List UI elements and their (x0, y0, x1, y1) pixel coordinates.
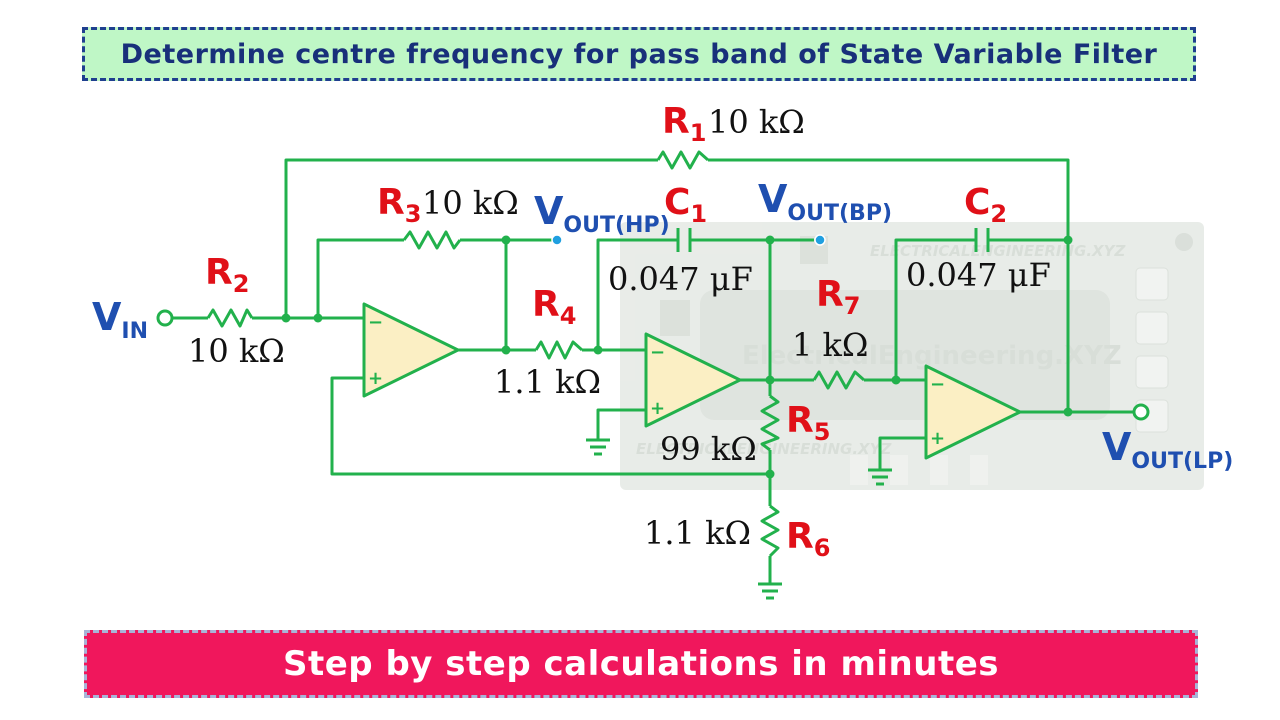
watermark-small-text: ELECTRICALENGINEERING.XYZ (870, 242, 1126, 260)
r7-value: 1 kΩ (792, 326, 868, 364)
ground-icon (758, 582, 782, 600)
ground-icon (868, 468, 892, 486)
resistor-r4 (534, 340, 583, 360)
opamp-2: − + (644, 332, 742, 428)
r1-value: 10 kΩ (708, 103, 805, 141)
c2-label: C2 (964, 182, 1007, 228)
r7-label: R7 (816, 274, 860, 320)
capacitor-shapes (676, 228, 990, 252)
r5-label: R5 (786, 400, 830, 446)
svg-text:+: + (930, 428, 945, 449)
vin-terminal (156, 309, 174, 327)
junction-dots (281, 235, 1073, 479)
resistor-r6 (760, 504, 780, 558)
r6-value: 1.1 kΩ (644, 514, 751, 552)
r3-label: R3 (377, 182, 421, 228)
r3-value: 10 kΩ (422, 184, 519, 222)
title-text: Determine centre frequency for pass band… (120, 38, 1158, 70)
opamp-3: − + (924, 364, 1022, 460)
watermark-board: ElectricalEngineering.XYZ ELECTRICALENGI… (620, 222, 1204, 490)
r6-label: R6 (786, 516, 830, 562)
c2-value: 0.047 μF (906, 256, 1051, 294)
wires (172, 158, 1134, 584)
svg-text:+: + (650, 398, 665, 419)
resistor-r3 (402, 230, 462, 250)
resistor-r2 (206, 308, 254, 328)
ground-symbols (586, 438, 892, 600)
vout-lp-label: VOUT(LP) (1102, 425, 1233, 474)
svg-text:−: − (930, 374, 945, 395)
svg-text:−: − (650, 342, 665, 363)
watermark-small-text-2: ELECTRICALENGINEERING.XYZ (636, 440, 892, 458)
resistor-r5 (760, 394, 780, 452)
vout-bp-dot (814, 234, 826, 246)
footer-banner: Step by step calculations in minutes (84, 630, 1198, 698)
vout-hp-dot (551, 234, 563, 246)
r4-value: 1.1 kΩ (494, 363, 601, 401)
resistor-r7 (812, 370, 865, 390)
r2-value: 10 kΩ (188, 332, 285, 370)
r2-label: R2 (205, 252, 249, 298)
watermark-text: ElectricalEngineering.XYZ (742, 341, 1122, 371)
vin-label: VIN (92, 295, 148, 344)
footer-text: Step by step calculations in minutes (282, 644, 1000, 684)
r4-label: R4 (532, 284, 576, 330)
resistor-r1 (656, 150, 709, 170)
vout-bp-label: VOUT(BP) (758, 177, 892, 226)
vout-lp-terminal (1132, 403, 1150, 421)
r5-value: 99 kΩ (660, 430, 757, 468)
c1-value: 0.047 μF (608, 260, 753, 298)
r1-label: R1 (662, 101, 706, 147)
c1-label: C1 (664, 182, 707, 228)
resistor-shapes (206, 150, 865, 558)
title-banner: Determine centre frequency for pass band… (82, 27, 1196, 81)
opamp-1: − + (362, 302, 460, 398)
svg-text:−: − (368, 312, 383, 333)
ground-icon (586, 438, 610, 456)
vout-hp-label: VOUT(HP) (534, 189, 670, 238)
svg-text:+: + (368, 368, 383, 389)
